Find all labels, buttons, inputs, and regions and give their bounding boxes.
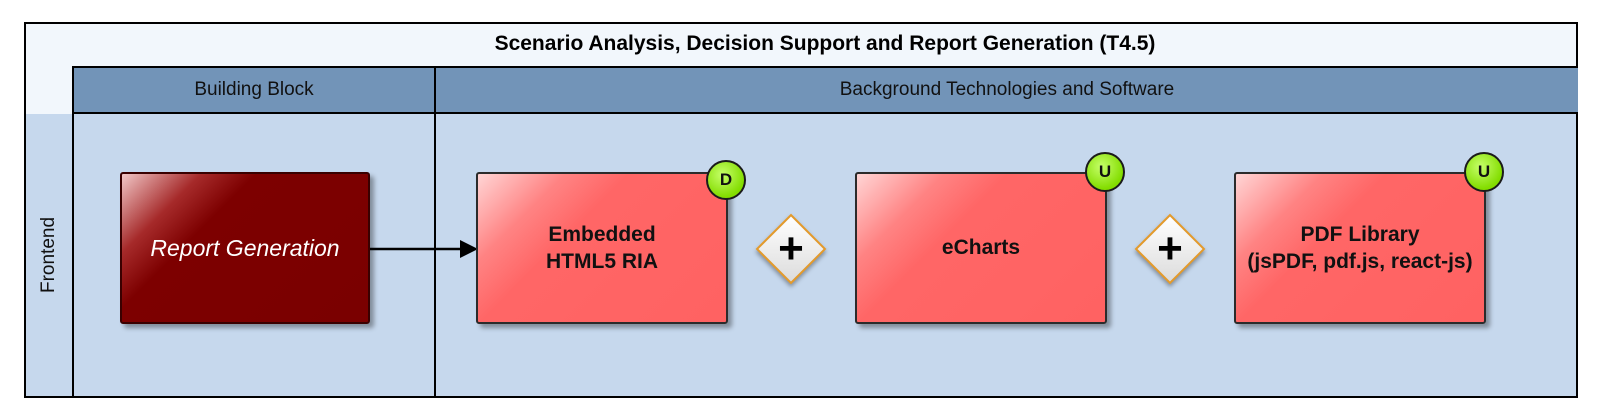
sequence-flow-arrow xyxy=(370,240,478,258)
plus-icon: + xyxy=(778,224,804,273)
column-header-background-technologies: Background Technologies and Software xyxy=(436,68,1578,114)
task-label: eCharts xyxy=(941,236,1021,260)
lane-header-frontend: Frontend xyxy=(24,114,72,398)
task-pdf-library[interactable]: PDF Library (jsPDF, pdf.js, react-js) xyxy=(1234,172,1486,324)
task-embedded-html5-ria[interactable]: Embedded HTML5 RIA xyxy=(476,172,728,324)
task-report-generation[interactable]: Report Generation xyxy=(120,172,370,324)
lane-label: Frontend xyxy=(38,216,60,294)
task-label: Report Generation xyxy=(150,234,340,261)
badge-u: U xyxy=(1085,152,1125,192)
task-label: Embedded HTML5 RIA xyxy=(546,222,658,273)
pool-title: Scenario Analysis, Decision Support and … xyxy=(72,22,1578,68)
column-header-building-block: Building Block xyxy=(72,68,436,114)
plus-icon: + xyxy=(1157,224,1183,273)
task-echarts[interactable]: eCharts xyxy=(855,172,1107,324)
badge-d: D xyxy=(706,160,746,200)
task-label: PDF Library (jsPDF, pdf.js, react-js) xyxy=(1247,222,1473,273)
badge-u: U xyxy=(1464,152,1504,192)
